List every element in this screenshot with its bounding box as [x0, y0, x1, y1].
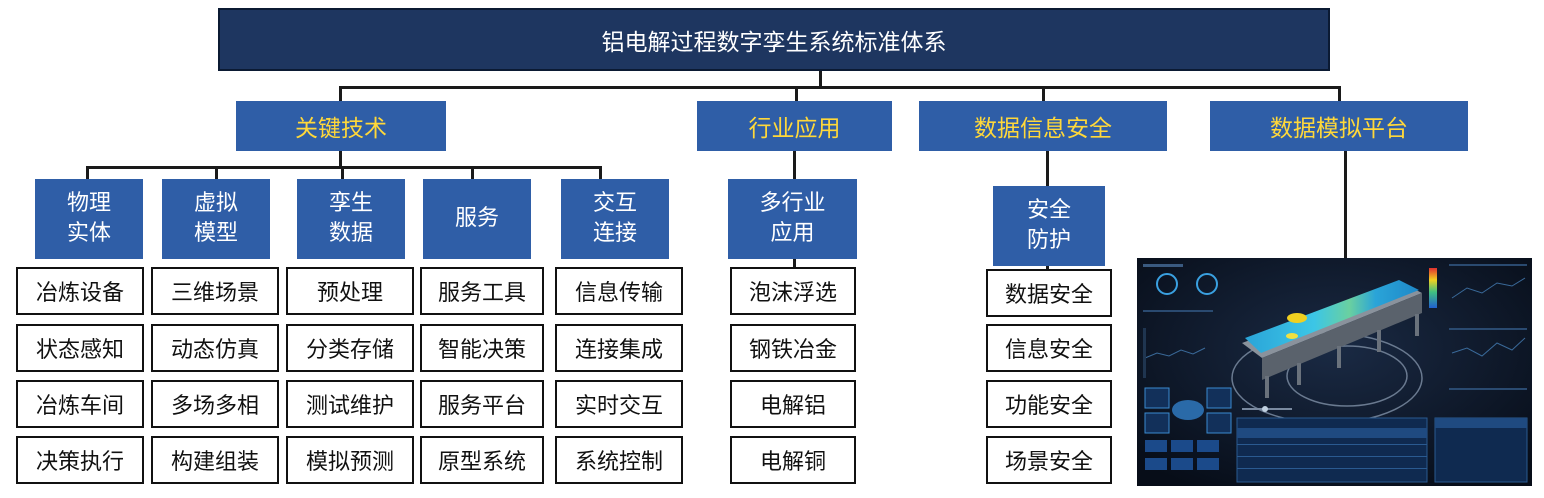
leaf-item: 测试维护 — [286, 380, 414, 428]
category-key-tech: 关键技术 — [236, 101, 446, 151]
connector — [1046, 266, 1049, 269]
leaf-item: 模拟预测 — [286, 436, 414, 484]
connector — [1042, 86, 1045, 103]
sub-virtual-model: 虚拟模型 — [162, 179, 270, 259]
connector — [471, 166, 474, 179]
leaf-item: 多场多相 — [151, 380, 279, 428]
connector — [86, 166, 602, 169]
sub-multi-industry: 多行业应用 — [728, 179, 857, 259]
connector — [1338, 86, 1341, 103]
leaf-item: 功能安全 — [986, 380, 1112, 428]
platform-screenshot — [1137, 258, 1532, 486]
connector — [341, 166, 344, 179]
leaf-item: 泡沫浮选 — [730, 267, 856, 315]
connector — [793, 259, 796, 267]
leaf-item: 冶炼设备 — [16, 267, 144, 315]
leaf-item: 信息传输 — [555, 267, 683, 315]
leaf-item: 服务工具 — [420, 267, 544, 315]
connector — [795, 86, 798, 103]
connector — [793, 151, 796, 179]
connector — [339, 151, 342, 167]
sub-service: 服务 — [423, 179, 531, 259]
leaf-item: 原型系统 — [420, 436, 544, 484]
leaf-item: 服务平台 — [420, 380, 544, 428]
leaf-item: 数据安全 — [986, 269, 1112, 317]
connector — [215, 166, 218, 179]
leaf-item: 预处理 — [286, 267, 414, 315]
leaf-item: 实时交互 — [555, 380, 683, 428]
leaf-item: 智能决策 — [420, 324, 544, 372]
leaf-item: 信息安全 — [986, 324, 1112, 372]
sub-twin-data: 孪生数据 — [297, 179, 405, 259]
connector — [1344, 151, 1347, 258]
connector — [339, 86, 1341, 89]
leaf-item: 钢铁冶金 — [730, 324, 856, 372]
connector — [819, 71, 822, 88]
system-title: 铝电解过程数字孪生系统标准体系 — [218, 8, 1330, 71]
connector — [1046, 151, 1049, 186]
category-data-security: 数据信息安全 — [919, 101, 1167, 151]
platform-dashboard-image — [1137, 258, 1532, 486]
leaf-item: 电解铜 — [730, 436, 856, 484]
leaf-item: 系统控制 — [555, 436, 683, 484]
category-industry: 行业应用 — [697, 101, 892, 151]
category-simulation-platform: 数据模拟平台 — [1210, 101, 1468, 151]
leaf-item: 构建组装 — [151, 436, 279, 484]
leaf-item: 电解铝 — [730, 380, 856, 428]
connector — [339, 86, 342, 103]
leaf-item: 动态仿真 — [151, 324, 279, 372]
connector — [599, 166, 602, 179]
leaf-item: 分类存储 — [286, 324, 414, 372]
sub-interaction-connection: 交互连接 — [561, 179, 669, 259]
connector — [86, 166, 89, 179]
leaf-item: 三维场景 — [151, 267, 279, 315]
sub-physical-entity: 物理实体 — [35, 179, 143, 259]
sub-safety-protection: 安全防护 — [993, 186, 1105, 266]
leaf-item: 连接集成 — [555, 324, 683, 372]
leaf-item: 冶炼车间 — [16, 380, 144, 428]
leaf-item: 场景安全 — [986, 436, 1112, 484]
leaf-item: 决策执行 — [16, 436, 144, 484]
leaf-item: 状态感知 — [16, 324, 144, 372]
